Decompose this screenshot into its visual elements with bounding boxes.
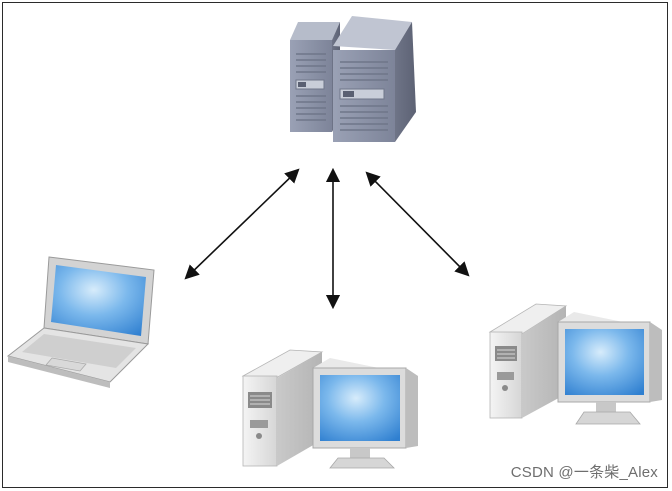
connection-arrows xyxy=(184,167,470,310)
arrow-server-laptop xyxy=(184,168,300,280)
desktop-computer-icon xyxy=(488,303,662,425)
desktop-computer-icon xyxy=(241,349,418,469)
arrow-server-desktop-right xyxy=(365,171,470,277)
watermark-text: CSDN @一条柴_Alex xyxy=(510,464,658,481)
laptop-icon xyxy=(6,256,155,388)
server-tower-icon xyxy=(290,16,416,142)
